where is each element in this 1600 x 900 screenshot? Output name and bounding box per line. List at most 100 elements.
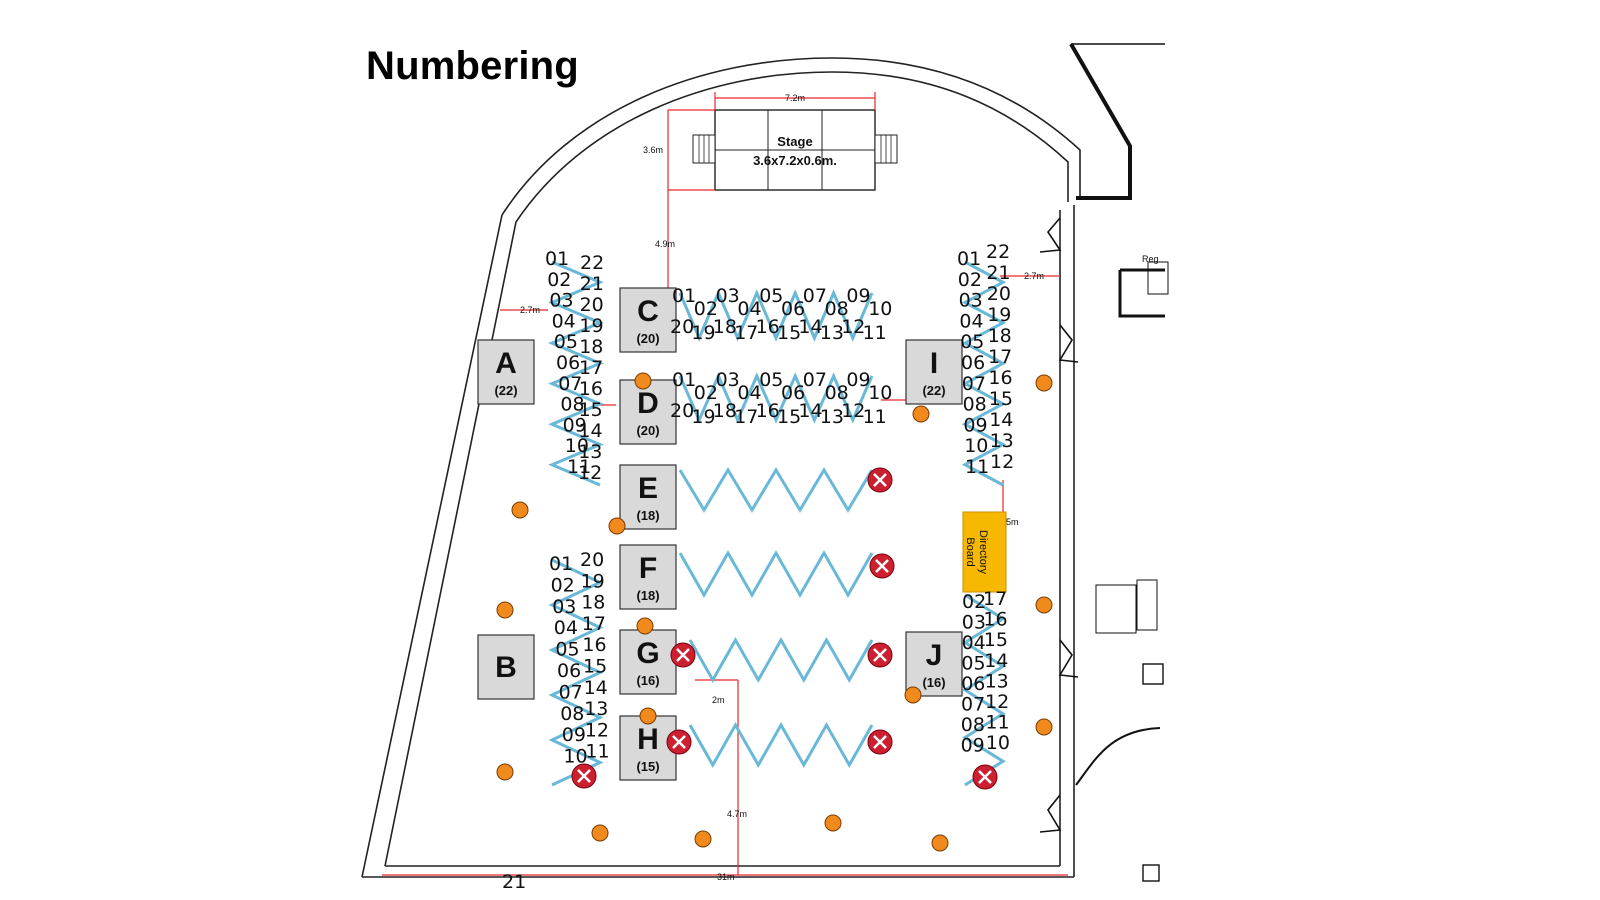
seat-number: 06	[961, 352, 985, 374]
blocked-seat-marker	[666, 729, 692, 755]
side-label: Reg	[1142, 254, 1159, 264]
seat-number: 07	[559, 681, 583, 703]
seat-number: 08	[963, 394, 987, 416]
xmark-layer	[571, 467, 998, 790]
seat-number: 18	[581, 592, 605, 614]
seat-number: 18	[988, 325, 1012, 347]
stage: Stage 3.6x7.2x0.6m.	[692, 109, 898, 191]
seat-number: 08	[961, 714, 985, 736]
seat-number: 11	[863, 406, 887, 428]
seat-number: 01	[672, 369, 696, 391]
seat-number: 04	[959, 310, 983, 332]
directory-board-line: Directory	[977, 530, 989, 575]
block-count: (20)	[636, 331, 659, 346]
seat-number: 17	[582, 613, 606, 635]
stage-size: 3.6x7.2x0.6m.	[753, 153, 837, 168]
dimension-lines	[382, 92, 1068, 876]
seating-block-b: B	[477, 634, 535, 700]
pillar-marker	[591, 824, 609, 842]
block-count: (18)	[636, 588, 659, 603]
seat-number: 12	[841, 316, 865, 338]
door-swings	[1039, 217, 1079, 833]
block-count: (18)	[636, 508, 659, 523]
seat-number: 06	[781, 298, 805, 320]
seat-number: 07	[558, 373, 582, 395]
seat-number: 10	[563, 746, 587, 768]
seat-number: 19	[691, 406, 715, 428]
seat-number: 10	[868, 382, 892, 404]
seat-number: 16	[582, 634, 606, 656]
seat-number: 21	[986, 262, 1010, 284]
seat-number: 11	[965, 456, 989, 478]
seat-number: 01	[957, 248, 981, 270]
seat-number: 01	[549, 553, 573, 575]
pillar-marker	[634, 372, 652, 390]
seat-number: 10	[986, 732, 1010, 754]
block-id: E	[638, 472, 658, 505]
seat-number: 15	[579, 399, 603, 421]
seating-block-c: C (20)	[619, 287, 677, 353]
pillar-layer	[496, 372, 1053, 852]
seat-number: 08	[825, 298, 849, 320]
seat-number: 19	[987, 304, 1011, 326]
seat-row-zigzag	[961, 260, 1007, 487]
dimension-label: 5m	[1006, 517, 1019, 527]
seat-number: 18	[713, 316, 737, 338]
seat-number: 02	[551, 574, 575, 596]
seat-number: 15	[989, 388, 1013, 410]
seat-number: 09	[846, 369, 870, 391]
block-count: (22)	[494, 383, 517, 398]
seat-number: 14	[578, 420, 602, 442]
seat-number: 14	[798, 400, 822, 422]
seat-number: 12	[585, 719, 609, 741]
blocked-seat-marker	[867, 729, 893, 755]
seat-number: 16	[579, 378, 603, 400]
seat-number: 19	[691, 322, 715, 344]
seat-row-zigzag	[962, 593, 1006, 787]
seat-number: 21	[580, 273, 604, 295]
zigzag-layer	[548, 260, 1007, 787]
seat-number: 02	[694, 382, 718, 404]
blocked-seat-marker	[869, 553, 895, 579]
seat-number: 04	[737, 382, 761, 404]
seat-number: 14	[798, 316, 822, 338]
seat-number: 17	[734, 322, 758, 344]
seat-number: 02	[694, 298, 718, 320]
seat-number: 20	[670, 400, 694, 422]
pillar-marker	[636, 617, 654, 635]
seating-block-a: A(22)	[477, 339, 535, 405]
seat-number: 09	[846, 285, 870, 307]
hall-outline	[361, 57, 1081, 878]
block-id: C	[637, 295, 659, 328]
seat-number: 13	[820, 322, 844, 344]
seat-row-zigzag	[678, 467, 874, 513]
seat-row-zigzag	[678, 549, 874, 599]
seating-block-f: F(18)	[619, 544, 677, 610]
block-id: D	[637, 387, 659, 420]
seat-number: 03	[552, 596, 576, 618]
seat-number: 04	[962, 632, 986, 654]
seat-number: 09	[963, 414, 987, 436]
seat-number: 09	[563, 414, 587, 436]
seat-number: 12	[985, 691, 1009, 713]
seat-number: 11	[863, 322, 887, 344]
seat-number: 01	[545, 248, 569, 270]
seat-number: 17	[734, 406, 758, 428]
seating-block-j: J(16)	[905, 631, 963, 697]
block-count: (15)	[636, 759, 659, 774]
dimension-label: 2m	[712, 695, 725, 705]
seat-number: 18	[579, 336, 603, 358]
seat-number: 07	[962, 373, 986, 395]
seat-number: 17	[579, 357, 603, 379]
seat-number: 18	[713, 400, 737, 422]
blocked-seat-marker	[670, 642, 696, 668]
seat-number: 16	[988, 367, 1012, 389]
seat-number: 22	[580, 252, 604, 274]
seat-number: 19	[581, 570, 605, 592]
stage-depth-label: 3.6m	[643, 145, 663, 155]
seat-number: 09	[562, 724, 586, 746]
seat-number: 22	[986, 241, 1010, 263]
seat-number: 12	[841, 400, 865, 422]
seat-row-zigzag	[688, 721, 874, 769]
